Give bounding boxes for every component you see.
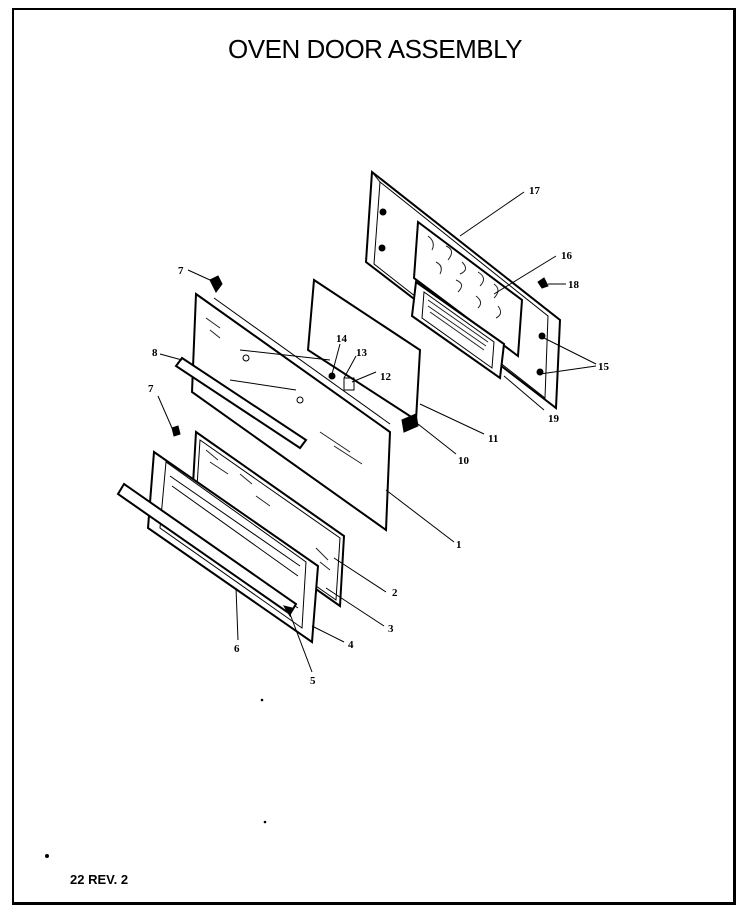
callout-5: 5 <box>310 675 316 687</box>
callout-3: 3 <box>388 623 394 635</box>
leader-lines <box>157 191 597 673</box>
page-title: OVEN DOOR ASSEMBLY <box>228 34 522 64</box>
callout-labels: 17 16 18 15 19 11 10 12 13 14 7 8 7 1 2 … <box>148 185 610 687</box>
callout-11: 11 <box>488 433 498 445</box>
part-16-insulation <box>412 220 524 358</box>
page-border <box>12 8 736 905</box>
callout-15: 15 <box>598 361 610 373</box>
callout-6: 6 <box>234 643 240 655</box>
callout-18: 18 <box>568 279 580 291</box>
part-18-screw <box>537 277 549 289</box>
callout-8: 8 <box>152 347 158 359</box>
callout-2: 2 <box>392 587 398 599</box>
callout-7-top: 7 <box>178 265 184 277</box>
part-11-inner-panel <box>306 278 422 433</box>
callout-12: 12 <box>380 371 392 383</box>
callout-19: 19 <box>548 413 560 425</box>
part-19-window-frame <box>410 280 506 380</box>
callout-16: 16 <box>561 250 573 262</box>
callout-1: 1 <box>456 539 462 551</box>
callout-7-left: 7 <box>148 383 154 395</box>
part-7-screw-left <box>171 425 181 437</box>
callout-4: 4 <box>348 639 354 651</box>
callout-14: 14 <box>336 333 348 345</box>
part-1-door-panel <box>190 292 392 532</box>
part-8-handle-trim <box>174 356 308 450</box>
part-5-clip <box>282 605 293 618</box>
scan-specks <box>45 698 267 858</box>
callout-10: 10 <box>458 455 470 467</box>
revision-label: 22 REV. 2 <box>70 872 129 887</box>
callout-17: 17 <box>529 185 541 197</box>
callout-13: 13 <box>356 347 368 359</box>
part-7-screw-top <box>209 275 223 293</box>
